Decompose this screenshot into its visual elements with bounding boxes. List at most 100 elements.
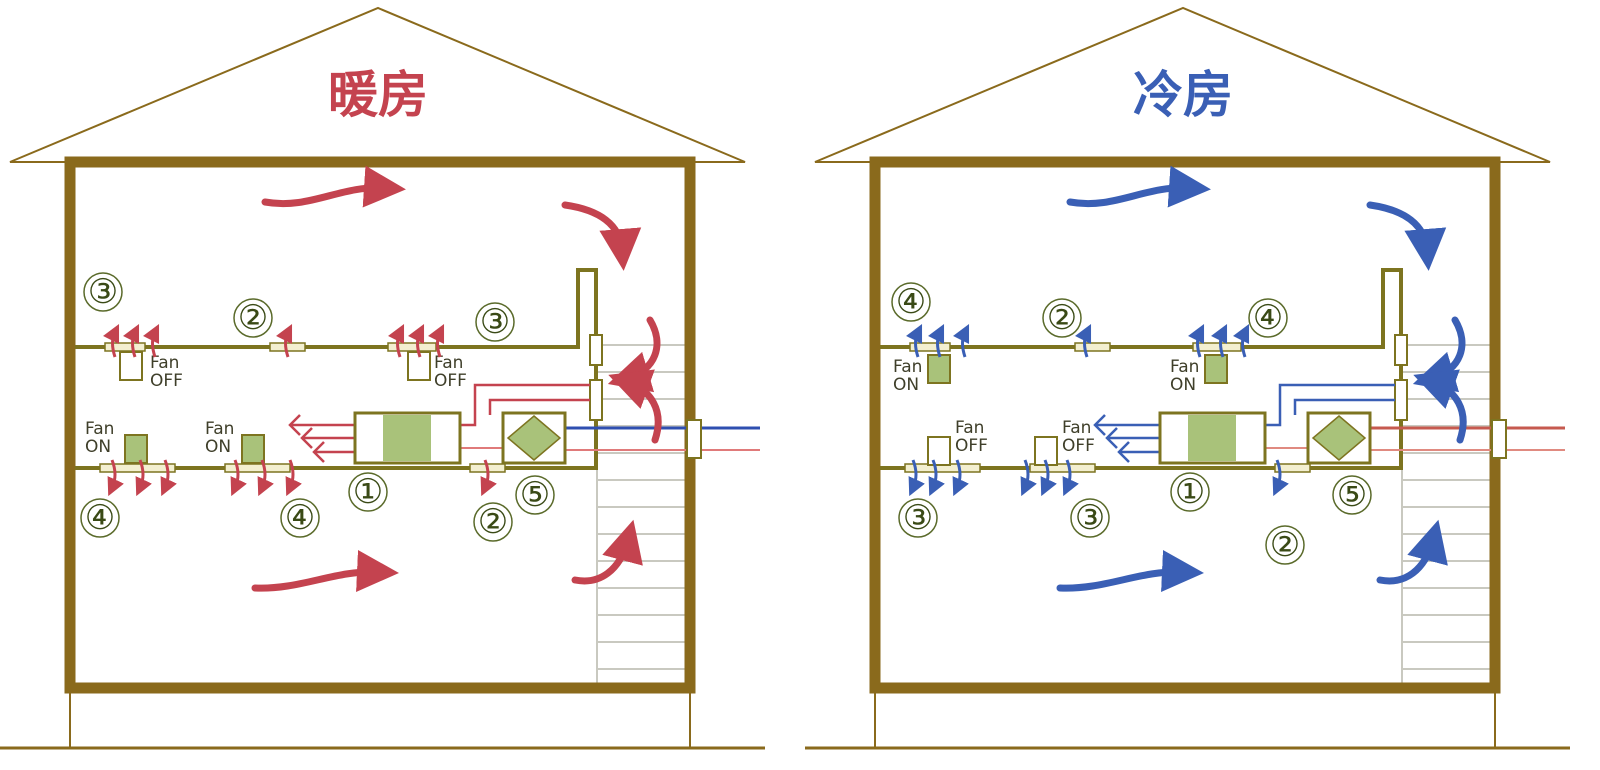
vent-air-arrow (1062, 459, 1079, 497)
callout-circle (1042, 298, 1082, 338)
callout-circle (898, 498, 938, 538)
vent-air-arrow (480, 459, 497, 497)
room-airflow-arrow (1056, 550, 1204, 593)
vent-air-arrow (1040, 459, 1057, 497)
callout-number: ① (1175, 472, 1205, 512)
vent-air-arrow (285, 459, 302, 497)
wall-sleeve (1491, 419, 1507, 459)
supply-branch (1293, 398, 1395, 415)
callout-number: ④ (285, 498, 315, 538)
callout-circle (83, 272, 123, 312)
vent-air-arrow (1210, 323, 1228, 358)
room-airflow-arrow (1413, 369, 1467, 444)
fan-state: ON (85, 437, 111, 457)
room-airflow-arrow (1376, 519, 1448, 585)
room-airflow-arrow (261, 165, 406, 208)
shaft-grille (1394, 334, 1408, 366)
vent-air-arrow (387, 323, 405, 358)
callout-circle (1332, 475, 1372, 515)
fan-on-box (927, 354, 951, 384)
room-airflow-arrow (571, 519, 643, 585)
callout-number: ③ (480, 302, 510, 342)
vent-air-arrow (952, 323, 970, 358)
duct-main (880, 268, 1403, 470)
shaft-grille (589, 379, 603, 421)
callout-circle (1070, 498, 1110, 538)
vent-air-arrow (1187, 323, 1205, 358)
callout-number: ② (238, 298, 268, 338)
callout-number: ⑤ (520, 475, 550, 515)
callout-circle (1170, 472, 1210, 512)
vent-air-arrow (1020, 459, 1037, 497)
duct-vent (1074, 342, 1111, 352)
duct-vent (387, 342, 437, 352)
fan-on-box (1204, 354, 1228, 384)
fan-label: Fan (205, 419, 234, 439)
supply-outlet-arrow (288, 414, 355, 436)
vent-air-arrow (1272, 459, 1289, 497)
duct-vent (99, 463, 176, 473)
vent-air-arrow (927, 323, 945, 358)
fan-state: ON (205, 437, 231, 457)
foundation (69, 687, 691, 749)
heat-exchanger-core (506, 415, 562, 461)
supply-outlet-arrow (1117, 441, 1160, 463)
callout-circle (891, 282, 931, 322)
duct-main (75, 268, 598, 470)
duct-vent (224, 463, 291, 473)
vent-air-arrow (102, 323, 120, 358)
mode-title: 冷房 (1133, 66, 1233, 124)
supply-branch (488, 398, 590, 415)
vent-air-arrow (107, 459, 124, 497)
foundation (874, 687, 1496, 749)
vent-air-arrow (908, 459, 925, 497)
fan-off-box (927, 436, 951, 466)
vent-air-arrow (257, 459, 274, 497)
room-airflow-arrow (1366, 201, 1447, 271)
callout-circle (233, 298, 273, 338)
fan-label: Fan (1062, 418, 1091, 438)
duct-vent (1192, 342, 1242, 352)
supply-outlet-arrow (300, 427, 355, 449)
callout-number: ② (1270, 525, 1300, 565)
room-airflow-arrow (1066, 165, 1211, 208)
duct-vent (104, 342, 146, 352)
supply-outlet-arrow (312, 441, 355, 463)
callout-circle (475, 302, 515, 342)
heat-exchanger-core (1311, 415, 1367, 461)
fan-state: OFF (434, 371, 467, 391)
vent-air-arrow (928, 459, 945, 497)
fan-state: ON (893, 375, 919, 395)
unit-core (1188, 415, 1236, 461)
vent-air-arrow (135, 459, 152, 497)
callout-number: ③ (88, 272, 118, 312)
supply-outlet-arrow (1105, 427, 1160, 449)
fan-on-box (124, 434, 148, 464)
callout-number: ③ (903, 498, 933, 538)
vent-air-arrow (1232, 323, 1250, 358)
callout-number: ③ (1075, 498, 1105, 538)
callout-circle (515, 475, 555, 515)
callout-number: ① (353, 472, 383, 512)
fan-on-box (241, 434, 265, 464)
callout-circle (1265, 525, 1305, 565)
callout-number: ② (478, 502, 508, 542)
unit-core (383, 415, 431, 461)
supply-branch (1265, 383, 1395, 427)
fan-state: OFF (1062, 436, 1095, 456)
shaft-grille (589, 334, 603, 366)
duct-vent (1029, 463, 1096, 473)
vent-air-arrow (407, 323, 425, 358)
callout-circle (80, 498, 120, 538)
callout-number: ④ (85, 498, 115, 538)
room-airflow-arrow (607, 316, 661, 393)
fan-state: OFF (955, 436, 988, 456)
fan-label: Fan (85, 419, 114, 439)
room-airflow-arrow (608, 369, 662, 444)
fan-label: Fan (150, 353, 179, 373)
wall-sleeve (686, 419, 702, 459)
fan-label: Fan (893, 357, 922, 377)
callout-number: ④ (896, 282, 926, 322)
